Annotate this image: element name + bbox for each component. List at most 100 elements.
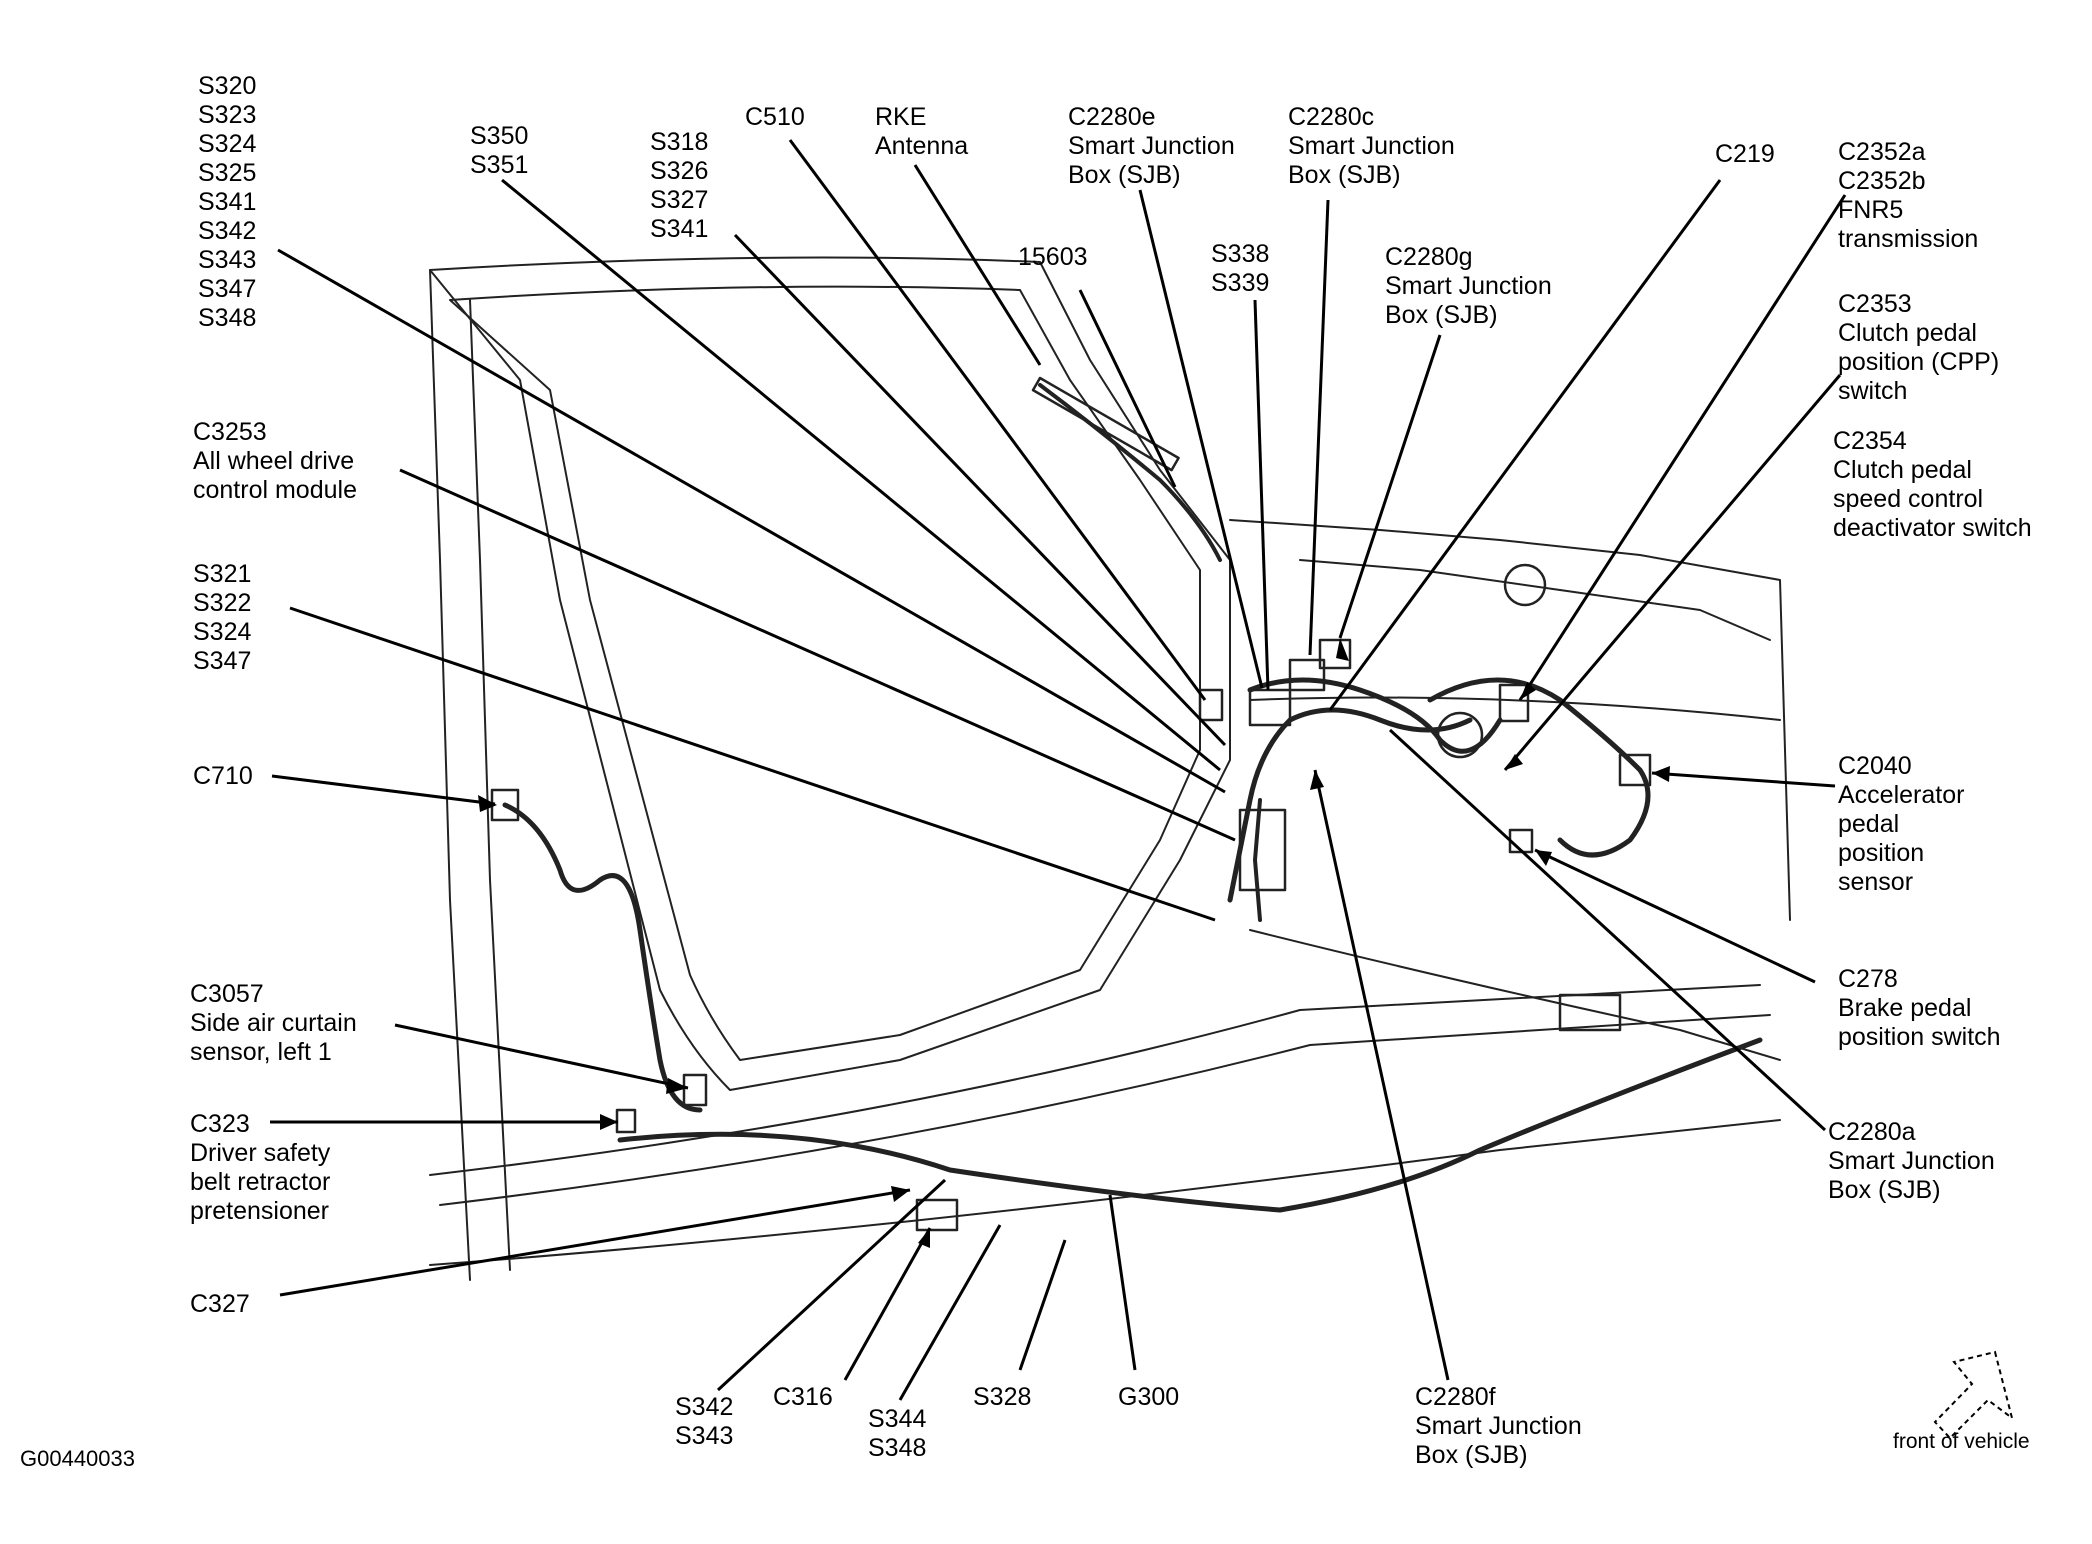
callout-c219: C219 bbox=[1715, 140, 1775, 169]
harness-antenna bbox=[1038, 383, 1222, 562]
firewall-outline bbox=[1229, 519, 1791, 921]
callout-line: S339 bbox=[1211, 269, 1270, 297]
figure-id: G00440033 bbox=[20, 1446, 135, 1471]
callout-line: Accelerator bbox=[1838, 781, 1965, 809]
callout-line: position switch bbox=[1838, 1023, 2001, 1051]
callout-line: S342 bbox=[675, 1393, 734, 1421]
connector-sjb-c2280c bbox=[1288, 658, 1326, 692]
callout-line: Box (SJB) bbox=[1828, 1176, 1941, 1204]
floor-tunnel bbox=[1249, 929, 1781, 1061]
callout-line: position (CPP) bbox=[1838, 348, 2000, 376]
front-arrow-icon bbox=[1933, 1350, 2014, 1440]
callout-line: C710 bbox=[193, 762, 253, 790]
callout-s328: S328 bbox=[973, 1383, 1031, 1412]
callout-line: S343 bbox=[198, 246, 257, 274]
leader-c2352 bbox=[1518, 194, 1847, 701]
harness-vertical bbox=[1253, 798, 1262, 922]
pedal-pivot bbox=[1503, 563, 1547, 607]
brake-booster bbox=[1436, 711, 1484, 759]
callout-line: Clutch pedal bbox=[1833, 456, 1972, 484]
door-frame-inner bbox=[449, 285, 1201, 1061]
leader-s328 bbox=[1018, 1239, 1067, 1371]
callout-line: sensor bbox=[1838, 868, 1914, 896]
callout-line: S344 bbox=[868, 1405, 927, 1433]
callout-line: Smart Junction bbox=[1288, 132, 1455, 160]
callout-line: Side air curtain bbox=[190, 1009, 357, 1037]
leader-c2280a bbox=[1388, 728, 1827, 1132]
callout-line: C2280f bbox=[1415, 1383, 1496, 1411]
callout-line: Box (SJB) bbox=[1068, 161, 1181, 189]
leader-c2040 bbox=[1651, 771, 1836, 788]
leader-s350-group bbox=[501, 178, 1221, 772]
callout-line: Smart Junction bbox=[1385, 272, 1552, 300]
leader-s320-group bbox=[277, 248, 1226, 794]
callout-line: Box (SJB) bbox=[1385, 301, 1498, 329]
callout-line: pedal bbox=[1838, 810, 1900, 838]
callout-line: S324 bbox=[193, 618, 252, 646]
leader-s342-group bbox=[716, 1178, 947, 1392]
callout-line: S341 bbox=[198, 188, 257, 216]
callout-line: S347 bbox=[193, 647, 252, 675]
callout-line: S326 bbox=[650, 157, 709, 185]
callout-line: pretensioner bbox=[190, 1197, 329, 1225]
harness-pedal bbox=[1427, 677, 1651, 858]
callout-c316: C316 bbox=[773, 1383, 833, 1412]
rocker-panel-lower bbox=[439, 1014, 1771, 1206]
callout-line: S343 bbox=[675, 1422, 734, 1450]
callout-line: Brake pedal bbox=[1838, 994, 1972, 1022]
callout-line: S325 bbox=[198, 159, 257, 187]
callout-line: RKE bbox=[875, 103, 927, 131]
arrowhead-c316 bbox=[918, 1228, 930, 1248]
connector-c2040 bbox=[1618, 753, 1652, 787]
rke-antenna-body bbox=[1031, 376, 1180, 472]
callout-g300: G300 bbox=[1118, 1383, 1179, 1412]
leader-c316 bbox=[843, 1227, 932, 1381]
leader-c219 bbox=[1328, 179, 1722, 711]
callout-line: S338 bbox=[1211, 240, 1270, 268]
leader-rke bbox=[913, 164, 1042, 366]
callout-line: S348 bbox=[198, 304, 257, 332]
front-of-vehicle-label: front of vehicle bbox=[1893, 1430, 2030, 1453]
callout-line: S323 bbox=[198, 101, 257, 129]
callout-line: G300 bbox=[1118, 1383, 1180, 1411]
callout-line: S347 bbox=[198, 275, 257, 303]
callout-c710: C710 bbox=[193, 762, 253, 791]
callout-c327: C327 bbox=[190, 1290, 250, 1319]
arrowhead-c327 bbox=[891, 1186, 910, 1202]
leader-c710 bbox=[271, 774, 496, 806]
callout-line: C2352a bbox=[1838, 138, 1926, 166]
callout-line: C316 bbox=[773, 1383, 833, 1411]
arrowhead-c2352 bbox=[1520, 682, 1536, 700]
arrowhead-c2280g bbox=[1336, 638, 1349, 661]
firewall-inner bbox=[1299, 559, 1771, 641]
connector-c3253 bbox=[1198, 688, 1224, 722]
connector-c2352 bbox=[1498, 683, 1530, 723]
arrowhead-c2353 bbox=[1505, 754, 1523, 770]
callout-line: S342 bbox=[198, 217, 257, 245]
callout-line: C2354 bbox=[1833, 427, 1907, 455]
leader-s321-group bbox=[289, 606, 1216, 922]
harness-floor bbox=[617, 1037, 1763, 1213]
callout-line: transmission bbox=[1838, 225, 1979, 253]
rocker-panel bbox=[429, 984, 1761, 1176]
callout-line: C219 bbox=[1715, 140, 1775, 168]
leader-c3253 bbox=[399, 468, 1236, 842]
door-frame-outline bbox=[429, 256, 1231, 1091]
leader-s344-group bbox=[898, 1224, 1002, 1401]
callout-c510: C510 bbox=[745, 103, 805, 132]
leader-c2280c bbox=[1308, 199, 1330, 656]
leader-c2280f bbox=[1313, 769, 1450, 1381]
callout-line: C2280c bbox=[1288, 103, 1375, 131]
callout-line: belt retractor bbox=[190, 1168, 331, 1196]
